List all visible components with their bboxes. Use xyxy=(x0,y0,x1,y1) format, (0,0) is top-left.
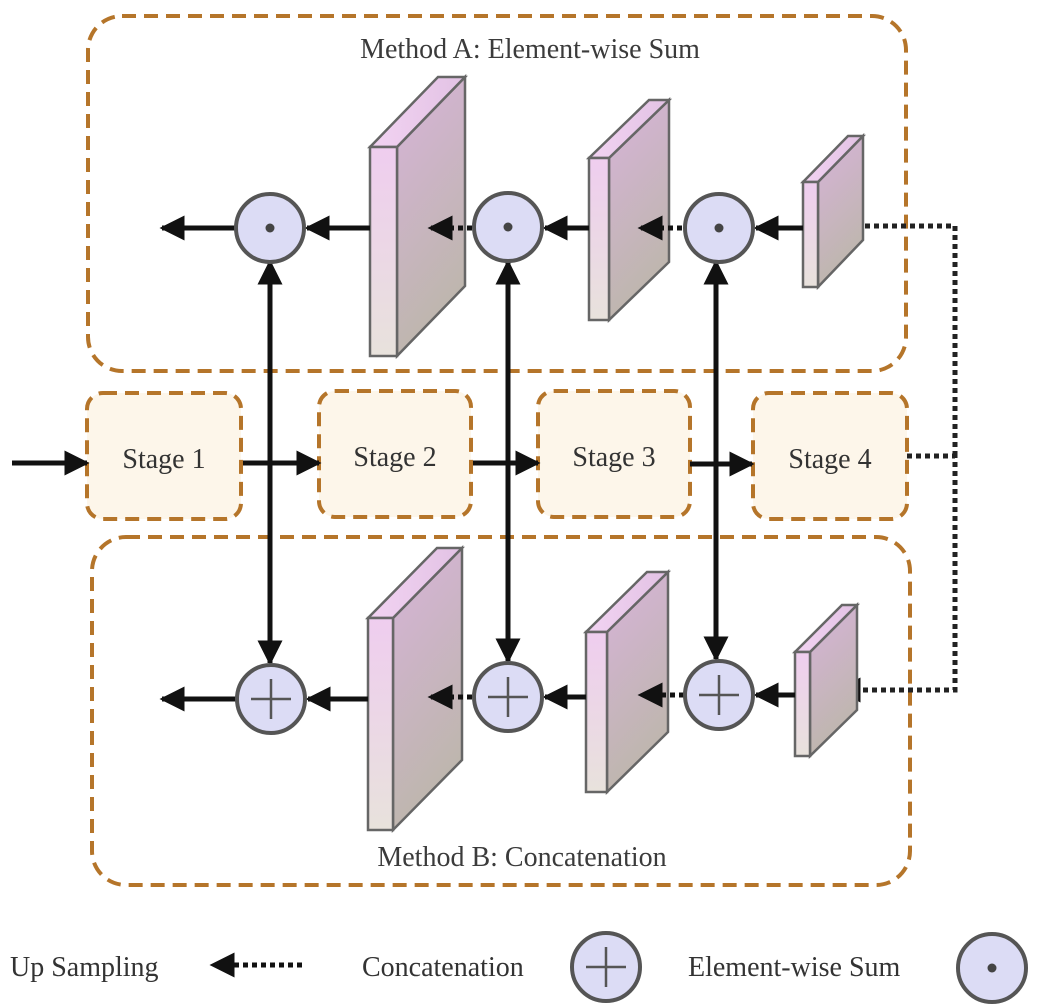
method-b-title: Method B: Concatenation xyxy=(377,842,666,873)
method-b-concat-nodes xyxy=(235,659,755,735)
vertical-links xyxy=(257,259,729,666)
stage-2-label: Stage 2 xyxy=(353,442,436,473)
circled-plus-icon xyxy=(683,659,755,731)
stage-4-bus-up-line xyxy=(827,213,958,456)
feature-map-b-medium xyxy=(582,569,672,795)
circled-dot-icon xyxy=(234,192,306,264)
method-b-arrows xyxy=(159,682,795,712)
legend-concatenation-label: Concatenation xyxy=(362,952,524,983)
stage-4-label: Stage 4 xyxy=(788,444,871,475)
legend: Up Sampling Concatenation Element-wise S… xyxy=(10,931,1028,1004)
stage-4-box xyxy=(751,391,909,521)
stage-3-label: Stage 3 xyxy=(572,442,655,473)
stage-4-bus-line xyxy=(835,453,958,703)
circled-dot-icon xyxy=(956,932,1028,1004)
feature-map-b-large xyxy=(365,544,465,834)
stage-1-label: Stage 1 xyxy=(122,444,205,475)
circled-dot-icon xyxy=(683,192,755,264)
method-a-feature-maps xyxy=(367,73,866,360)
legend-up-sampling-label: Up Sampling xyxy=(10,952,159,983)
stage-4-dotted-bus xyxy=(827,213,958,703)
circled-plus-icon xyxy=(570,931,642,1003)
circled-dot-icon xyxy=(472,191,544,263)
circled-plus-icon xyxy=(235,663,307,735)
legend-element-wise-sum-label: Element-wise Sum xyxy=(688,952,901,983)
stage-1-box xyxy=(85,391,243,521)
feature-map-b-small xyxy=(791,601,861,759)
feature-map-a-small xyxy=(800,132,866,291)
stage-2-box xyxy=(317,389,473,519)
feature-map-a-medium xyxy=(585,97,673,323)
stage-3-box xyxy=(536,389,692,519)
stage-row: Stage 1 Stage 2 Stage 3 Stage 4 xyxy=(85,389,909,521)
circled-plus-icon xyxy=(472,661,544,733)
method-a-sum-nodes xyxy=(234,191,755,264)
feature-map-a-large xyxy=(367,73,468,360)
method-b-feature-maps xyxy=(365,544,861,834)
method-a-title: Method A: Element-wise Sum xyxy=(360,34,700,65)
